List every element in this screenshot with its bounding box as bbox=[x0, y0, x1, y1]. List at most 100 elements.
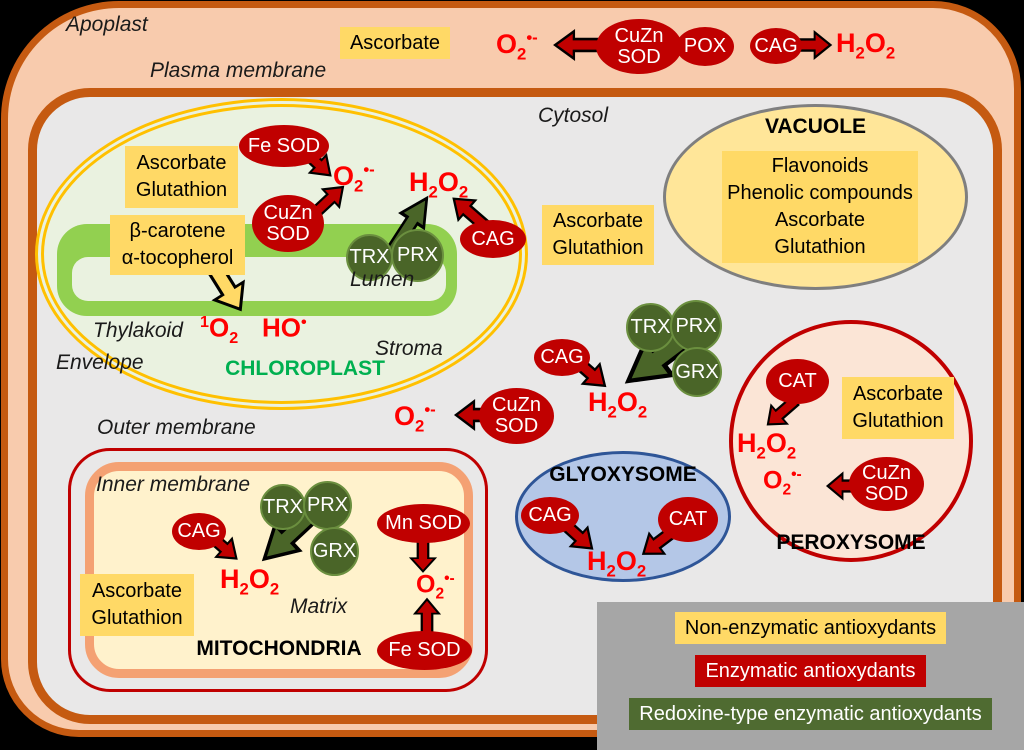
plasma-membrane-label: Plasma membrane bbox=[150, 59, 327, 82]
cuzn-sod-enzyme-apoplast: CuZn SOD bbox=[596, 19, 682, 74]
molecule-line: Glutathion bbox=[552, 237, 644, 259]
apoplast-label: Apoplast bbox=[66, 13, 148, 36]
enzyme-line: TRX bbox=[630, 316, 671, 338]
enzyme-line: CAG bbox=[754, 34, 798, 57]
enzyme-line: CuZn bbox=[862, 462, 911, 484]
enzyme-line: PRX bbox=[675, 314, 717, 337]
enzyme-line: CuZn bbox=[492, 394, 541, 416]
trx-enzyme-mitochondria: TRX bbox=[260, 484, 306, 530]
ascorbate-box-apoplast: Ascorbate bbox=[340, 27, 450, 59]
cuzn-sod-enzyme-chloroplast: CuZn SOD bbox=[252, 195, 324, 252]
ascorbate-glutathion-box-mitochondria: Ascorbate Glutathion bbox=[80, 574, 194, 636]
cag-enzyme-apoplast: CAG bbox=[750, 28, 802, 64]
enzyme-line: PRX bbox=[396, 244, 439, 266]
peroxysome-title: PEROXYSOME bbox=[776, 531, 926, 554]
enzyme-line: TRX bbox=[349, 246, 390, 268]
singlet-oxygen-formula: 1O2 bbox=[200, 312, 239, 347]
enzyme-line: CAG bbox=[540, 346, 584, 368]
thylakoid-label: Thylakoid bbox=[93, 319, 183, 342]
ascorbate-glutathion-box-cytosol: Ascorbate Glutathion bbox=[542, 205, 654, 265]
outer-membrane-label: Outer membrane bbox=[97, 416, 256, 439]
ascorbate-glutathion-box-peroxysome: Ascorbate Glutathion bbox=[842, 377, 954, 439]
enzyme-line: PRX bbox=[306, 494, 349, 516]
mitochondria-outer-membrane bbox=[68, 448, 488, 692]
enzyme-line: Fe SOD bbox=[388, 639, 461, 661]
inner-membrane-label: Inner membrane bbox=[96, 473, 251, 496]
h2o2-formula-glyoxysome: H2O2 bbox=[587, 546, 647, 581]
legend-item-enzymatic: Enzymatic antioxydants bbox=[695, 655, 926, 687]
vacuole-content-line: Flavonoids bbox=[771, 155, 869, 177]
superoxide-formula-chloroplast: O2•- bbox=[333, 160, 375, 196]
mitochondria-title: MITOCHONDRIA bbox=[196, 637, 362, 660]
enzyme-line: CAT bbox=[668, 508, 708, 530]
h2o2-formula-cytosol: H2O2 bbox=[588, 387, 648, 422]
enzyme-line: POX bbox=[683, 35, 727, 57]
legend-item-redoxine: Redoxine-type enzymatic antioxydants bbox=[629, 698, 992, 730]
prx-enzyme-mitochondria: PRX bbox=[303, 481, 352, 530]
enzyme-line: SOD bbox=[864, 483, 909, 505]
envelope-label: Envelope bbox=[56, 351, 144, 374]
superoxide-formula-peroxysome: O2•- bbox=[763, 466, 802, 499]
vacuole-contents-box: Flavonoids Phenolic compounds Ascorbate … bbox=[722, 151, 918, 263]
h2o2-formula-mitochondria: H2O2 bbox=[220, 564, 280, 599]
enzyme-line: SOD bbox=[494, 415, 539, 437]
h2o2-formula-peroxysome: H2O2 bbox=[737, 428, 797, 463]
vacuole-title: VACUOLE bbox=[764, 115, 867, 138]
lumen-label: Lumen bbox=[350, 268, 415, 291]
enzyme-line: TRX bbox=[263, 495, 303, 518]
molecule-line: Ascorbate bbox=[552, 210, 644, 232]
pox-enzyme-apoplast: POX bbox=[676, 27, 734, 66]
enzyme-line: CAG bbox=[177, 520, 221, 542]
legend-box: Non-enzymatic antioxydants Enzymatic ant… bbox=[597, 602, 1024, 750]
legend-item-non-enzymatic: Non-enzymatic antioxydants bbox=[674, 612, 947, 644]
enzyme-line: CAG bbox=[528, 504, 572, 526]
glyoxysome-title: GLYOXYSOME bbox=[549, 463, 697, 486]
cag-enzyme-cytosol: CAG bbox=[534, 339, 590, 376]
chloroplast-title: CHLOROPLAST bbox=[225, 357, 385, 380]
cuzn-sod-enzyme-cytosol: CuZn SOD bbox=[479, 388, 554, 444]
molecule-line: α-tocopherol bbox=[121, 247, 234, 269]
enzyme-line: CAT bbox=[778, 370, 817, 392]
enzyme-line: Mn SOD bbox=[385, 512, 462, 534]
grx-enzyme-mitochondria: GRX bbox=[310, 527, 359, 576]
enzyme-line: GRX bbox=[312, 540, 357, 562]
stroma-label: Stroma bbox=[375, 337, 443, 360]
vacuole-content-line: Glutathion bbox=[774, 236, 866, 258]
matrix-label: Matrix bbox=[290, 595, 348, 618]
h2o2-formula-apoplast: H2O2 bbox=[836, 28, 896, 63]
vacuole-content-line: Phenolic compounds bbox=[727, 182, 913, 204]
carotene-tocopherol-box: β-carotene α-tocopherol bbox=[110, 215, 245, 275]
hydroxyl-radical-formula: HO• bbox=[262, 312, 307, 343]
trx-enzyme-cytosol: TRX bbox=[626, 303, 675, 352]
ascorbate-label: Ascorbate bbox=[349, 31, 441, 54]
superoxide-formula-cytosol: O2•- bbox=[394, 400, 436, 436]
cat-enzyme-glyoxysome: CAT bbox=[658, 497, 718, 542]
superoxide-formula-apoplast: O2•- bbox=[496, 28, 538, 64]
molecule-line: Glutathion bbox=[91, 607, 183, 629]
cag-enzyme-chloroplast: CAG bbox=[460, 220, 526, 258]
cuzn-sod-enzyme-peroxysome: CuZn SOD bbox=[849, 457, 924, 511]
cag-enzyme-mitochondria: CAG bbox=[172, 513, 226, 550]
prx-enzyme-cytosol: PRX bbox=[670, 300, 722, 352]
enzyme-line: Fe SOD bbox=[247, 134, 321, 157]
enzyme-line: CuZn bbox=[614, 24, 664, 47]
molecule-line: β-carotene bbox=[129, 220, 226, 242]
vacuole-content-line: Ascorbate bbox=[774, 209, 866, 231]
h2o2-formula-chloroplast: H2O2 bbox=[409, 167, 469, 202]
grx-enzyme-cytosol: GRX bbox=[672, 347, 722, 397]
molecule-line: Ascorbate bbox=[91, 580, 183, 602]
enzyme-line: CAG bbox=[471, 227, 515, 250]
enzyme-line: SOD bbox=[617, 45, 661, 68]
fe-sod-enzyme-chloroplast: Fe SOD bbox=[239, 125, 329, 167]
cytosol-label: Cytosol bbox=[538, 104, 609, 127]
molecule-line: Ascorbate bbox=[852, 383, 944, 405]
enzyme-line: SOD bbox=[266, 222, 310, 245]
molecule-line: Glutathion bbox=[852, 410, 944, 432]
fe-sod-enzyme-mitochondria: Fe SOD bbox=[377, 631, 472, 670]
superoxide-formula-mitochondria: O2•- bbox=[416, 570, 455, 603]
cat-enzyme-peroxysome: CAT bbox=[766, 359, 829, 404]
enzyme-line: GRX bbox=[675, 360, 719, 383]
mn-sod-enzyme-mitochondria: Mn SOD bbox=[377, 504, 470, 543]
peroxysome-body bbox=[729, 320, 973, 562]
